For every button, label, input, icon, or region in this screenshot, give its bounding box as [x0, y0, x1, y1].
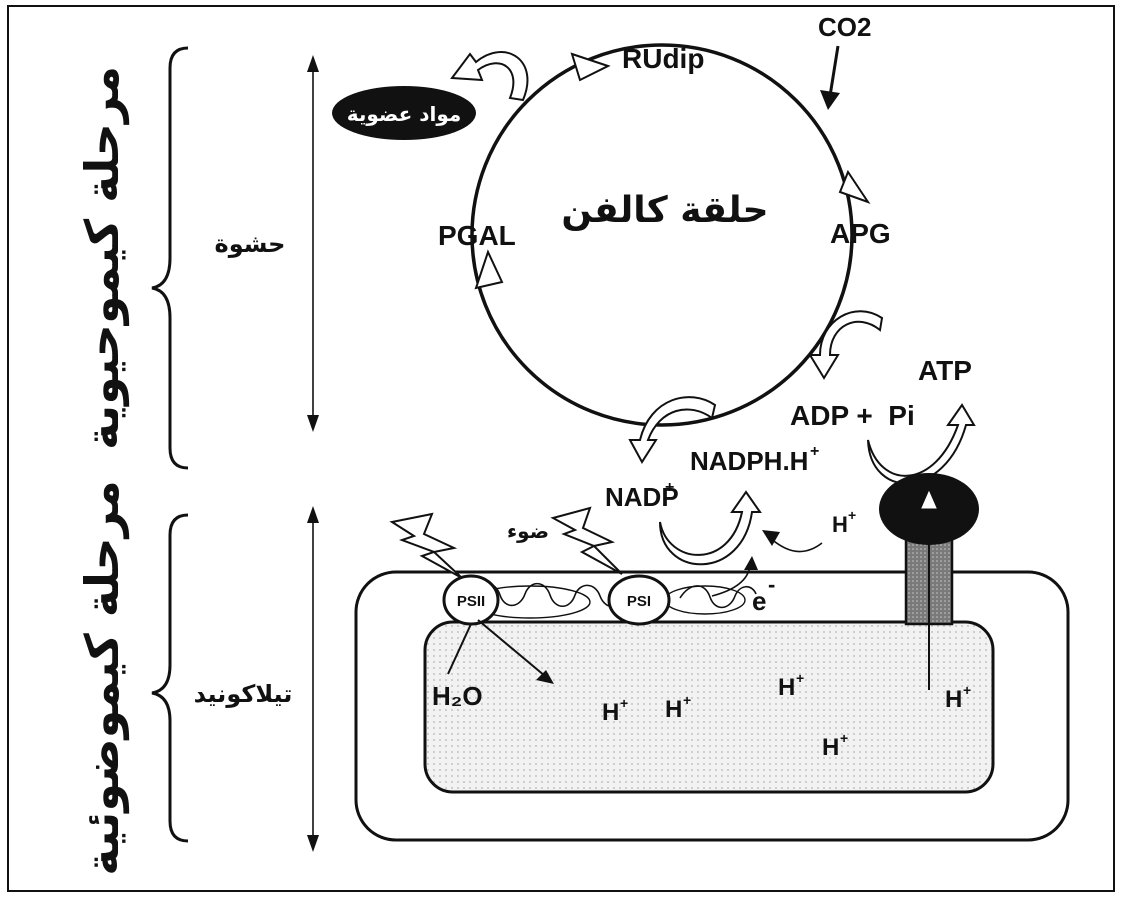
phase-chemical-label: مرحلة كيموحيوية [75, 66, 129, 450]
stroma-arrow-bottom [307, 415, 319, 432]
lumen-proton-5-sign: + [963, 682, 971, 698]
atp-synthase-cup-arrow [867, 403, 976, 485]
electron-label: e [752, 586, 766, 616]
pgal-label: PGAL [438, 220, 516, 251]
calvin-cycle-ring [470, 43, 854, 427]
nadph-plus: + [810, 443, 819, 460]
lumen-proton-3: H [778, 674, 795, 701]
brace-photochemical [151, 513, 189, 843]
co2-label: CO2 [818, 12, 871, 42]
proton-release-line [477, 619, 546, 677]
organic-matter-oval [332, 86, 476, 140]
psii-label: PSII [457, 593, 485, 610]
ring-arrow-apg [838, 169, 871, 204]
psi-label: PSI [627, 593, 651, 610]
brace-chemical [151, 46, 189, 470]
lumen-proton-4: H [822, 734, 839, 761]
atp-label: ATP [918, 355, 972, 386]
lumen-proton-1: H [602, 699, 619, 726]
lumen-proton-2-sign: + [683, 692, 691, 708]
thylakoid-lumen [423, 620, 995, 794]
apg-label: APG [830, 218, 891, 249]
lumen-proton-2: H [665, 696, 682, 723]
co2-arrow-head [820, 90, 840, 110]
light-bolt-psi [550, 506, 623, 575]
adp-pi-label: ADP + Pi [790, 400, 915, 431]
electron-sign: - [768, 572, 775, 597]
apg-adp-curved-arrow [808, 310, 884, 380]
stroma-arrow-top [307, 55, 319, 72]
lumen-proton-5: H [945, 686, 962, 713]
ring-arrow-pgal [474, 249, 504, 290]
thylakoid-arrow-top [307, 506, 319, 523]
phase-photochemical-label: مرحلة كيموضوئية [75, 480, 129, 875]
thylakoid-label: تيلاكونيد [194, 680, 293, 708]
organic-curved-arrow [450, 51, 529, 102]
nadp-label: NADP [605, 482, 679, 512]
nadph-label: NADPH.H [690, 446, 808, 476]
lumen-proton-3-sign: + [796, 670, 804, 686]
co2-arrow-line [828, 45, 840, 97]
lumen-proton-4-sign: + [840, 730, 848, 746]
stroma-proton-label: H [832, 512, 848, 537]
calvin-cycle-name: حلقة كالفن [561, 190, 768, 231]
ring-arrow-rudip [570, 52, 611, 82]
nadp-plus: + [665, 479, 674, 496]
electron-arrow-head [744, 556, 758, 570]
rudip-label: RUdip [622, 43, 704, 74]
proton-release-head [536, 670, 554, 684]
h2o-label: H₂O [432, 681, 483, 711]
lumen-proton-1-sign: + [620, 695, 628, 711]
psi-complex [607, 574, 671, 626]
stroma-proton-sign: + [848, 507, 856, 523]
organic-matter-label: مواد عضوية [347, 102, 462, 126]
proton-small-arrow-head [762, 530, 780, 546]
nadp-nadph-cup-arrow [659, 490, 762, 566]
thylakoid-arrow-bottom [307, 835, 319, 852]
stroma-label: حشوة [215, 230, 286, 258]
light-bolt-psii [389, 512, 463, 579]
atp-synthase-proton-flow-head [921, 490, 937, 509]
light-label: ضوء [507, 519, 549, 543]
water-line [447, 623, 472, 675]
ring-nadp-curved-arrow [628, 396, 717, 464]
